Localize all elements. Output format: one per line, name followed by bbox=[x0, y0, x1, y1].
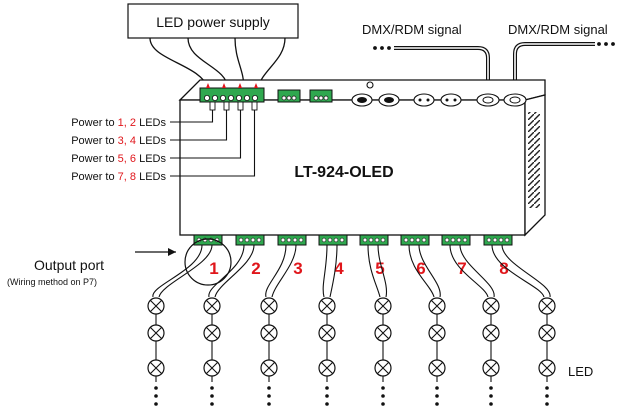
led bbox=[538, 297, 556, 315]
led bbox=[482, 359, 500, 377]
led-chain-5 bbox=[367, 244, 392, 406]
led-chain-continuation bbox=[154, 386, 158, 406]
led bbox=[374, 297, 392, 315]
led-chain-8 bbox=[491, 244, 556, 406]
led bbox=[538, 324, 556, 342]
channel-number: 8 bbox=[499, 259, 508, 278]
led-chain-7 bbox=[449, 244, 500, 406]
led-chain-continuation bbox=[210, 386, 214, 406]
panel-sockets bbox=[351, 93, 527, 107]
channel-number: 1 bbox=[209, 259, 218, 278]
led bbox=[374, 359, 392, 377]
led bbox=[260, 359, 278, 377]
output-port-8 bbox=[483, 234, 513, 246]
device-body: LT-924-OLED bbox=[178, 79, 546, 237]
led bbox=[147, 324, 165, 342]
led bbox=[482, 324, 500, 342]
output-ports: 1 2 3 4 5 6 7 8 bbox=[147, 234, 556, 406]
dmx-out: DMX/RDM signal bbox=[508, 22, 615, 95]
socket-dmx-out bbox=[503, 93, 527, 107]
led-chain-continuation bbox=[489, 386, 493, 406]
channel-number: 2 bbox=[251, 259, 260, 278]
output-port-4 bbox=[318, 234, 348, 246]
led bbox=[203, 324, 221, 342]
output-port-6 bbox=[400, 234, 430, 246]
led-chain-continuation bbox=[545, 386, 549, 406]
led-chain-continuation bbox=[267, 386, 271, 406]
led-chain-continuation bbox=[325, 386, 329, 406]
power-leader-1 bbox=[170, 110, 214, 123]
output-port-callout: Output port (Wiring method on P7) bbox=[7, 238, 232, 287]
led bbox=[482, 297, 500, 315]
channel-number: 3 bbox=[293, 259, 302, 278]
power-label-3: Power to 5, 6 LEDs bbox=[71, 153, 166, 165]
led bbox=[318, 359, 336, 377]
led bbox=[203, 359, 221, 377]
power-leader-2 bbox=[170, 110, 228, 141]
dmx-in: DMX/RDM signal bbox=[362, 22, 490, 95]
output-port-1 bbox=[193, 234, 223, 246]
dmx-out-label: DMX/RDM signal bbox=[508, 22, 608, 37]
led bbox=[538, 359, 556, 377]
led bbox=[374, 324, 392, 342]
led bbox=[260, 324, 278, 342]
dmx-in-ellipsis bbox=[373, 46, 391, 50]
led-chain-4 bbox=[318, 244, 338, 406]
dmx-in-label: DMX/RDM signal bbox=[362, 22, 462, 37]
socket-dmx-in bbox=[476, 93, 500, 107]
led bbox=[203, 297, 221, 315]
power-leader-4 bbox=[170, 110, 256, 177]
channel-number: 6 bbox=[416, 259, 425, 278]
power-supply: LED power supply bbox=[127, 3, 299, 89]
led bbox=[147, 359, 165, 377]
led bbox=[318, 297, 336, 315]
power-leader-3 bbox=[170, 110, 242, 159]
led-label: LED bbox=[568, 364, 593, 379]
power-label-4: Power to 7, 8 LEDs bbox=[71, 171, 166, 183]
channel-number: 7 bbox=[457, 259, 466, 278]
power-label-2: Power to 3, 4 LEDs bbox=[71, 135, 166, 147]
aux-connector-a bbox=[277, 89, 301, 103]
output-port-note: (Wiring method on P7) bbox=[7, 277, 97, 287]
channel-number: 4 bbox=[334, 259, 344, 278]
led bbox=[428, 297, 446, 315]
power-supply-label: LED power supply bbox=[156, 14, 270, 30]
led-chain-6 bbox=[408, 244, 446, 406]
channel-number: 5 bbox=[375, 259, 384, 278]
socket-4 bbox=[440, 93, 462, 107]
socket-2 bbox=[378, 93, 400, 107]
socket-3 bbox=[413, 93, 435, 107]
output-port-3 bbox=[277, 234, 307, 246]
output-port-label: Output port bbox=[34, 257, 104, 273]
led-chain-continuation bbox=[435, 386, 439, 406]
power-input-terminal bbox=[199, 83, 265, 111]
led bbox=[260, 297, 278, 315]
led-chain-continuation bbox=[381, 386, 385, 406]
aux-connector-b bbox=[309, 89, 333, 103]
led-chain-2 bbox=[203, 244, 255, 406]
led bbox=[428, 324, 446, 342]
output-port-7 bbox=[441, 234, 471, 246]
led bbox=[147, 297, 165, 315]
socket-1 bbox=[351, 93, 373, 107]
dmx-out-ellipsis bbox=[597, 42, 615, 46]
output-port-5 bbox=[359, 234, 389, 246]
power-label-1: Power to 1, 2 LEDs bbox=[71, 117, 166, 129]
led-chain-1 bbox=[147, 244, 213, 406]
led-chain-3 bbox=[260, 244, 297, 406]
output-port-2 bbox=[235, 234, 265, 246]
led bbox=[428, 359, 446, 377]
led bbox=[318, 324, 336, 342]
device-model: LT-924-OLED bbox=[294, 164, 393, 181]
